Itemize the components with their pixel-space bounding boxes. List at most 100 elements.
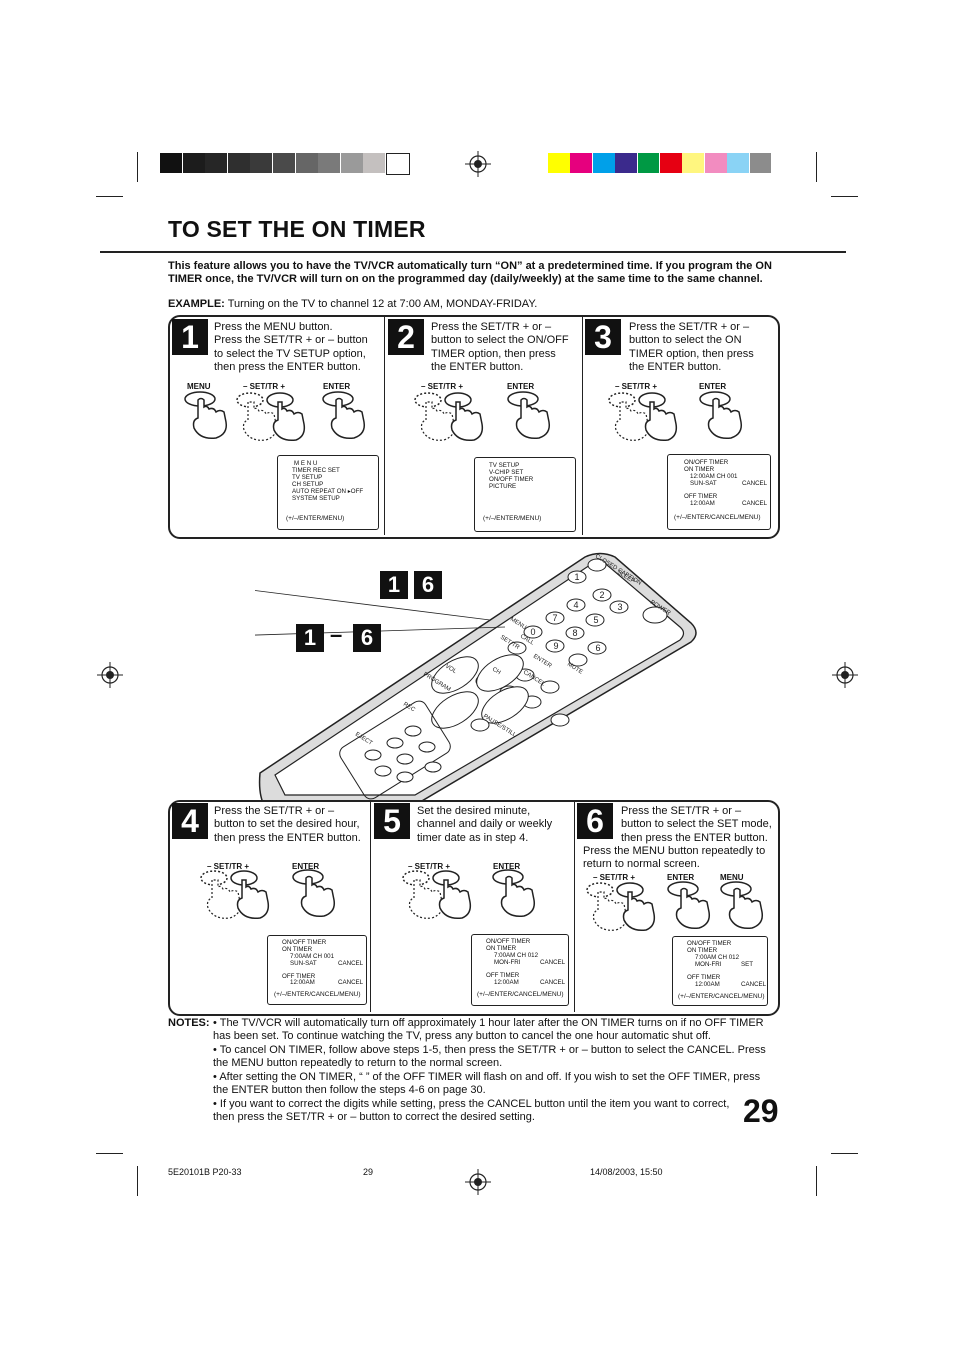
set-tr-button-label: – SET/TR + <box>593 873 636 882</box>
step-5-instructions: Set the desired minute, channel and dail… <box>417 805 553 844</box>
crop-mark <box>137 152 138 182</box>
callout-step-1: 1 <box>296 624 324 652</box>
crop-mark <box>137 1166 138 1196</box>
notes-label: NOTES: <box>168 1017 210 1029</box>
enter-button-label: ENTER <box>292 862 320 871</box>
step-4-instructions: Press the SET/TR + or – button to set th… <box>214 805 361 844</box>
step-1-instructions: Press the MENU button. Press the SET/TR … <box>214 321 368 373</box>
svg-text:2: 2 <box>599 590 604 600</box>
panel-divider <box>574 802 575 1012</box>
callout-step-6: 6 <box>414 571 442 599</box>
note-item: • If you want to correct the digits whil… <box>213 1098 730 1124</box>
callout-range-dash: – <box>330 622 343 647</box>
hand-press-menu-icon[interactable] <box>718 880 768 932</box>
set-tr-button-label: – SET/TR + <box>207 862 250 871</box>
note-item: • To cancel ON TIMER, follow above steps… <box>213 1044 766 1070</box>
hand-press-set-tr-icon[interactable] <box>414 390 484 448</box>
crop-mark <box>816 1166 817 1196</box>
crop-mark <box>831 196 858 197</box>
svg-text:9: 9 <box>553 641 558 651</box>
svg-text:4: 4 <box>573 600 578 610</box>
step-6-menu-instructions: Press the MENU button repeatedly to retu… <box>583 845 766 871</box>
step-2-instructions: Press the SET/TR + or – button to select… <box>431 321 569 373</box>
hand-press-set-tr-icon[interactable] <box>608 390 678 448</box>
osd-on-off-timer-screen: ON/OFF TIMER ON TIMER 12:00AM CH 001 SUN… <box>667 454 771 530</box>
hand-press-set-tr-icon[interactable] <box>236 390 306 448</box>
calibration-swatch <box>250 153 273 173</box>
set-tr-button-label: – SET/TR + <box>615 382 658 391</box>
hand-press-enter-icon[interactable] <box>665 880 715 932</box>
svg-text:3: 3 <box>617 602 622 612</box>
svg-text:7: 7 <box>552 613 557 623</box>
set-tr-button-label: – SET/TR + <box>421 382 464 391</box>
registration-target-icon <box>465 1169 491 1195</box>
calibration-swatch <box>205 153 228 173</box>
enter-button-label: ENTER <box>493 862 521 871</box>
example-label: EXAMPLE: <box>168 298 225 310</box>
calibration-swatch <box>363 153 386 173</box>
hand-press-enter-icon[interactable] <box>490 868 540 920</box>
osd-set-minute-screen: ON/OFF TIMER ON TIMER 7:00AM CH 012 MON-… <box>471 934 569 1006</box>
registration-target-icon <box>97 662 123 688</box>
crop-mark <box>96 196 123 197</box>
panel-divider <box>384 317 385 535</box>
set-tr-button-label: – SET/TR + <box>408 862 451 871</box>
enter-button-label: ENTER <box>667 873 695 882</box>
menu-button-label: MENU <box>720 873 744 882</box>
registration-target-icon <box>832 662 858 688</box>
calibration-swatch <box>273 153 295 173</box>
page-title: TO SET THE ON TIMER <box>168 216 426 242</box>
crop-mark <box>816 152 817 182</box>
osd-tv-setup-screen: TV SETUP V-CHIP SET ON/OFF TIMER PICTURE… <box>474 457 576 532</box>
hand-press-set-tr-icon[interactable] <box>200 868 270 926</box>
step-3-instructions: Press the SET/TR + or – button to select… <box>629 321 754 373</box>
callout-step-6: 6 <box>353 624 381 652</box>
remote-label-vol: VOL <box>444 664 458 676</box>
hand-press-enter-icon[interactable] <box>320 390 370 442</box>
enter-button-label: ENTER <box>699 382 727 391</box>
step-number-3: 3 <box>585 319 621 355</box>
remote-control-illustration: 123 456 789 0 CLOSED CAPTION SLEEP POWER… <box>255 552 697 807</box>
footer-page: 29 <box>363 1167 374 1177</box>
svg-text:8: 8 <box>572 628 577 638</box>
osd-set-hour-screen: ON/OFF TIMER ON TIMER 7:00AM CH 001 SUN-… <box>267 935 367 1005</box>
step-number-6: 6 <box>577 803 613 839</box>
crop-mark <box>831 1153 858 1154</box>
title-rule <box>100 251 846 253</box>
calibration-swatch <box>660 153 682 173</box>
svg-text:0: 0 <box>530 627 535 637</box>
calibration-swatch <box>295 153 318 173</box>
example-text: Turning on the TV to channel 12 at 7:00 … <box>227 298 538 310</box>
calibration-swatch <box>386 153 410 175</box>
calibration-swatch <box>160 153 182 173</box>
page-number: 29 <box>743 1093 779 1129</box>
registration-target-icon <box>465 151 491 177</box>
calibration-swatch <box>592 153 615 173</box>
panel-divider <box>582 317 583 535</box>
example-line: EXAMPLE: Turning on the TV to channel 12… <box>168 298 537 310</box>
panel-divider <box>370 802 371 1012</box>
calibration-swatch <box>182 153 205 173</box>
remote-label-ch: CH <box>491 667 502 677</box>
hand-press-enter-icon[interactable] <box>290 868 340 920</box>
calibration-swatch <box>749 153 772 173</box>
enter-button-label: ENTER <box>507 382 535 391</box>
step-number-5: 5 <box>374 803 410 839</box>
callout-step-1: 1 <box>380 571 408 599</box>
svg-text:6: 6 <box>595 643 600 653</box>
note-item: • The TV/VCR will automatically turn off… <box>213 1017 764 1043</box>
hand-press-menu-icon[interactable] <box>182 390 232 442</box>
hand-press-enter-icon[interactable] <box>505 390 555 442</box>
hand-press-set-tr-icon[interactable] <box>586 880 656 938</box>
set-tr-button-label: – SET/TR + <box>243 382 286 391</box>
hand-press-enter-icon[interactable] <box>697 390 747 442</box>
hand-press-set-tr-icon[interactable] <box>402 868 472 926</box>
calibration-swatch <box>727 153 749 173</box>
intro-paragraph: This feature allows you to have the TV/V… <box>168 260 772 285</box>
svg-text:5: 5 <box>593 615 598 625</box>
menu-button-label: MENU <box>187 382 211 391</box>
footer-timestamp: 14/08/2003, 15:50 <box>590 1167 663 1177</box>
step-number-2: 2 <box>388 319 424 355</box>
step-number-1: 1 <box>172 319 208 355</box>
calibration-swatch <box>682 153 705 173</box>
